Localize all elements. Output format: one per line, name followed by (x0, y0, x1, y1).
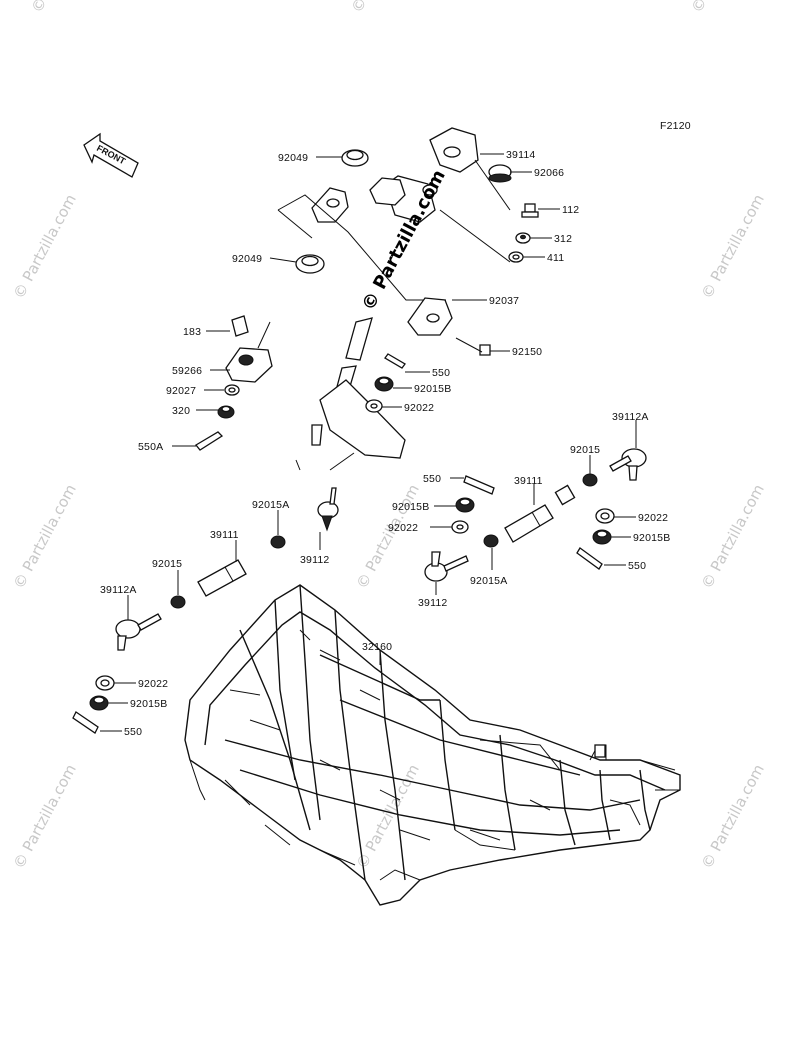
label-92015B-left: 92015B (130, 698, 167, 710)
label-92015-right: 92015 (570, 444, 600, 456)
label-92037: 92037 (489, 295, 519, 307)
label-550-top: 550 (432, 367, 450, 379)
watermark: © Partzilla.com (10, 481, 80, 592)
label-39112-right: 39112 (418, 597, 447, 609)
label-39111-right: 39111 (514, 475, 543, 487)
label-39112-left: 39112 (300, 554, 329, 566)
label-92022-left: 92022 (138, 678, 168, 690)
frame-assembly (184, 584, 681, 906)
label-92015B-mid: 92015B (392, 501, 429, 513)
bearing-group (195, 315, 273, 451)
watermark: © Partzilla.com (353, 481, 423, 592)
tie-rod-right (424, 448, 647, 582)
label-112: 112 (562, 204, 579, 216)
label-92150: 92150 (512, 346, 542, 358)
label-92015-left: 92015 (152, 558, 182, 570)
label-92049-top: 92049 (278, 152, 308, 164)
label-59266: 59266 (172, 365, 202, 377)
label-550-right: 550 (628, 560, 646, 572)
leader-lines (100, 153, 637, 732)
label-411: 411 (547, 252, 564, 264)
label-92015B-top: 92015B (414, 383, 451, 395)
watermark: © Partzilla.com (10, 761, 80, 872)
label-312: 312 (554, 233, 572, 245)
watermark: © Partzilla.com (698, 761, 768, 872)
watermark: © Partzilla.com (28, 0, 98, 16)
watermark: © Partzilla.com (698, 191, 768, 302)
tie-rod-left (72, 487, 339, 734)
front-arrow-icon: FRONT (83, 132, 139, 178)
label-39112A-right: 39112A (612, 411, 649, 423)
label-550A: 550A (138, 441, 163, 453)
label-92049-bottom: 92049 (232, 253, 262, 265)
label-92022-right: 92022 (638, 512, 668, 524)
steering-stem-group (277, 127, 539, 471)
label-92066: 92066 (534, 167, 564, 179)
label-92022-mid: 92022 (388, 522, 418, 534)
label-92015A-right: 92015A (470, 575, 507, 587)
label-39111-left: 39111 (210, 529, 239, 541)
watermark: © Partzilla.com (10, 191, 80, 302)
watermark: © Partzilla.com (688, 0, 758, 16)
watermark: © Partzilla.com (698, 481, 768, 592)
part-labels: 92049 39114 92066 112 312 411 92049 9203… (100, 149, 670, 738)
label-92015B-right: 92015B (633, 532, 670, 544)
label-183: 183 (183, 326, 201, 338)
label-32160: 32160 (362, 641, 392, 653)
label-320: 320 (172, 405, 190, 417)
label-92015A-left: 92015A (252, 499, 289, 511)
label-550-left: 550 (124, 726, 142, 738)
label-550-mid: 550 (423, 473, 441, 485)
label-39114: 39114 (506, 149, 535, 161)
watermark: © Partzilla.com (348, 0, 418, 16)
label-92027: 92027 (166, 385, 196, 397)
label-39112A-left: 39112A (100, 584, 137, 596)
figure-code: F2120 (660, 120, 691, 132)
label-92022-top: 92022 (404, 402, 434, 414)
watermark: © Partzilla.com (353, 761, 423, 872)
